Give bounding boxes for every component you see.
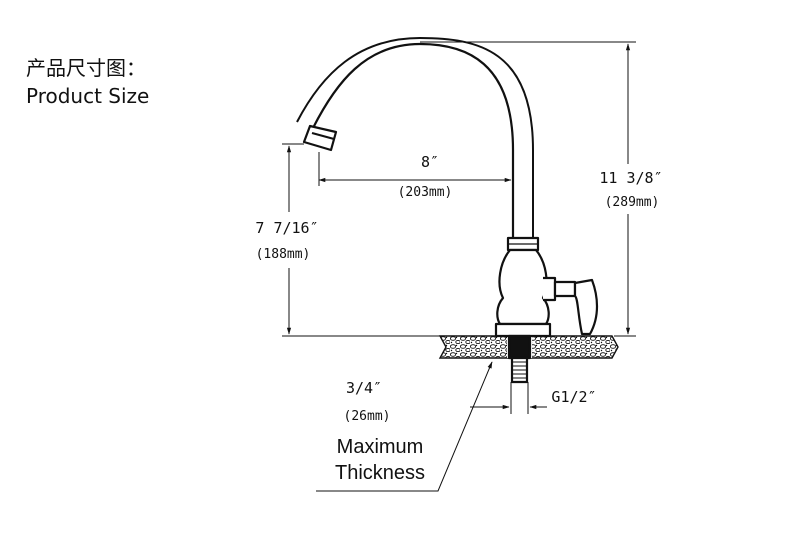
title-chinese: 产品尺寸图： bbox=[26, 56, 146, 80]
max-thickness-mm: (26mm) bbox=[344, 409, 391, 424]
dimension-spout-height bbox=[282, 143, 440, 337]
faucet-body bbox=[296, 37, 599, 384]
max-thickness-inch: 3/4″ bbox=[346, 379, 382, 397]
dimension-spout-reach bbox=[318, 152, 512, 186]
leader-max-thickness bbox=[316, 361, 493, 492]
max-thickness-label-line1: Maximum bbox=[337, 436, 424, 458]
spout-reach-inch: 8″ bbox=[421, 153, 439, 171]
dimension-total-height bbox=[420, 41, 636, 337]
thread-label: G1/2″ bbox=[551, 388, 596, 406]
dimension-thread bbox=[470, 382, 547, 414]
total-height-inch: 11 3/8″ bbox=[599, 169, 662, 187]
spout-reach-mm: (203mm) bbox=[398, 185, 453, 200]
spout-height-mm: (188mm) bbox=[256, 247, 311, 262]
spout-height-inch: 7 7/16″ bbox=[255, 219, 318, 237]
title-english: Product Size bbox=[26, 84, 150, 108]
max-thickness-label-line2: Thickness bbox=[335, 462, 425, 484]
total-height-mm: (289mm) bbox=[605, 195, 660, 210]
